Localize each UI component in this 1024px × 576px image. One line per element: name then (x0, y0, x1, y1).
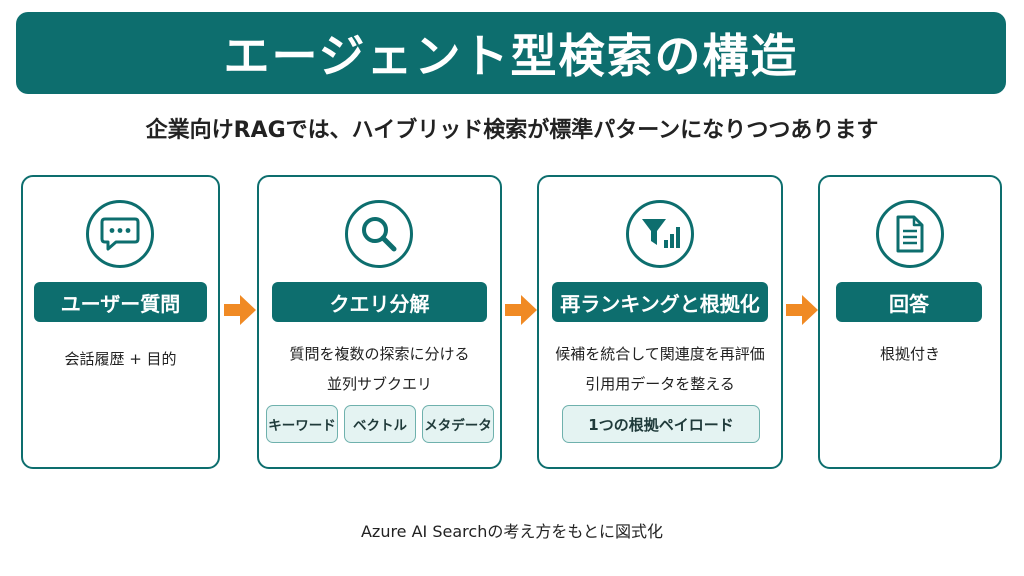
chip-keyword: キーワード (266, 405, 338, 443)
title-banner: エージェント型検索の構造 (16, 12, 1006, 94)
subtitle: 企業向けRAGでは、ハイブリッド検索が標準パターンになりつつあります (145, 118, 879, 143)
step-card-answer: 回答 根拠付き (818, 175, 1002, 469)
step-label: 回答 (836, 282, 982, 322)
step-description: 並列サブクエリ (326, 375, 432, 393)
step-label: クエリ分解 (272, 282, 487, 322)
step-card-query-decomposition: クエリ分解 質問を複数の探索に分ける 並列サブクエリ キーワード ベクトル メタ… (257, 175, 502, 469)
chip-metadata: メタデータ (422, 405, 494, 443)
chat-bubble-icon (86, 200, 154, 268)
step-description: 候補を統合して関連度を再評価 (555, 345, 765, 363)
footer-caption: Azure AI Searchの考え方をもとに図式化 (360, 522, 664, 541)
step-description: 根拠付き (879, 345, 940, 363)
step-card-reranking: 再ランキングと根拠化 候補を統合して関連度を再評価 引用用データを整える 1つの… (537, 175, 783, 469)
chip-vector: ベクトル (344, 405, 416, 443)
filter-chart-icon (626, 200, 694, 268)
step-label: ユーザー質問 (34, 282, 207, 322)
document-icon (876, 200, 944, 268)
magnifier-icon (345, 200, 413, 268)
arrow-right-icon (505, 295, 537, 325)
step-card-user-question: ユーザー質問 会話履歴 + 目的 (21, 175, 220, 469)
chip-evidence-payload: 1つの根拠ペイロード (562, 405, 760, 443)
step-description: 会話履歴 + 目的 (64, 350, 177, 368)
arrow-right-icon (786, 295, 818, 325)
step-description: 引用用データを整える (585, 375, 735, 393)
page-title: エージェント型検索の構造 (223, 29, 799, 83)
step-label: 再ランキングと根拠化 (552, 282, 768, 322)
step-description: 質問を複数の探索に分ける (289, 345, 470, 363)
arrow-right-icon (224, 295, 256, 325)
